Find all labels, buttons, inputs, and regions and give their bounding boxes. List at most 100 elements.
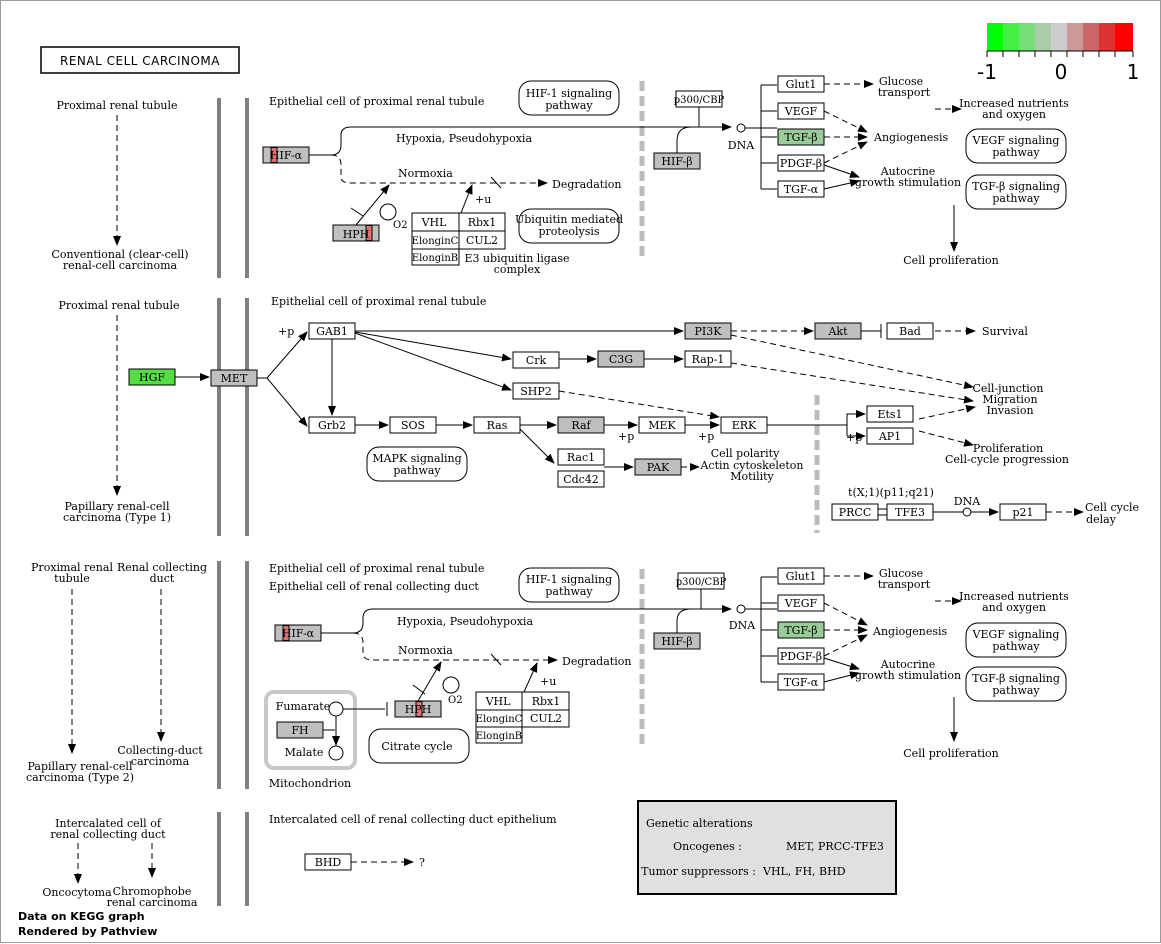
gene-p21[interactable]: p21 [999, 503, 1047, 521]
tgfb-pathway-link[interactable] [965, 666, 1067, 702]
svg-text:ERK: ERK [732, 419, 757, 432]
row3-pathway: Epithelial cell of proximal renal tubule… [264, 562, 1069, 790]
gene-tgf-alpha[interactable]: TGF-α [777, 673, 825, 691]
outcome-label: Cell proliferation [903, 254, 998, 267]
complex-label: complex [494, 263, 541, 276]
malate-node[interactable] [328, 745, 344, 761]
gene-rap1[interactable]: Rap-1 [684, 350, 732, 368]
gene-bad[interactable]: Bad [886, 322, 934, 340]
metabolite-label: Malate [285, 746, 324, 759]
svg-text:HIF-β: HIF-β [661, 635, 692, 648]
svg-text:BHD: BHD [315, 856, 342, 869]
gene-shp2[interactable]: SHP2 [512, 382, 560, 400]
svg-text:Raf: Raf [571, 419, 591, 432]
o2-label: O2 [393, 220, 408, 231]
outcome-label: Actin cytoskeleton [699, 459, 803, 472]
gene-pi3k[interactable]: PI3K [684, 322, 732, 340]
gene-glut1[interactable]: Glut1 [777, 567, 825, 585]
left-column: Proximal renal tubule Conventional (clea… [26, 99, 207, 909]
svg-text:HGF: HGF [139, 371, 165, 384]
gene-hif-beta[interactable]: HIF-β [653, 152, 701, 170]
svg-text:SOS: SOS [401, 419, 425, 432]
hypoxia-label: Hypoxia, Pseudohypoxia [397, 615, 533, 628]
gene-tfe3[interactable]: TFE3 [886, 503, 934, 521]
mapk-pathway-link[interactable] [366, 446, 468, 482]
gene-cdc42[interactable]: Cdc42 [557, 470, 605, 488]
gene-hph[interactable]: HPH [332, 224, 380, 242]
gene-glut1[interactable]: Glut1 [777, 75, 825, 93]
gene-grb2[interactable]: Grb2 [308, 416, 356, 434]
gene-pdgf-beta[interactable]: PDGF-β [777, 154, 825, 172]
vhl-complex[interactable]: VHL Rbx1 ElonginC CUL2 ElonginB [411, 212, 506, 266]
gene-rac1[interactable]: Rac1 [557, 448, 605, 466]
vhl-complex[interactable]: VHL Rbx1 ElonginC CUL2 ElonginB [475, 691, 570, 744]
gene-ap1[interactable]: AP1 [866, 427, 914, 445]
svg-text:VEGF: VEGF [784, 105, 818, 118]
gene-hgf[interactable]: HGF [128, 368, 176, 386]
hif1-pathway-link[interactable] [518, 80, 620, 116]
gene-hif-alpha[interactable]: HIF-α [274, 624, 322, 642]
genetic-title: Genetic alterations [646, 817, 753, 830]
phospho-label: +p [618, 430, 634, 443]
gene-prcc[interactable]: PRCC [831, 503, 879, 521]
row2-pathway: Epithelial cell of proximal renal tubule… [128, 295, 1139, 526]
pathway-label: VEGF signaling [972, 628, 1060, 641]
svg-text:ElonginB: ElonginB [476, 731, 522, 742]
svg-text:HIF-α: HIF-α [270, 149, 303, 162]
svg-text:Akt: Akt [827, 325, 848, 338]
vegf-pathway-link[interactable] [965, 128, 1067, 164]
gene-tgf-beta[interactable]: TGF-β [777, 621, 825, 639]
gene-c3g[interactable]: C3G [597, 350, 645, 368]
gene-ets1[interactable]: Ets1 [866, 405, 914, 423]
outcome-label: Cell polarity [711, 447, 780, 460]
ubiquitin-pathway-link[interactable] [518, 208, 620, 244]
gene-raf[interactable]: Raf [557, 416, 605, 434]
gene-fh[interactable]: FH [276, 721, 324, 739]
gene-tgf-alpha[interactable]: TGF-α [777, 180, 825, 198]
footer-line1: Data on KEGG graph [18, 910, 145, 923]
gene-ras[interactable]: Ras [473, 416, 521, 434]
citrate-pathway-link[interactable] [368, 728, 470, 764]
gene-vegf[interactable]: VEGF [777, 594, 825, 612]
gene-crk[interactable]: Crk [512, 351, 560, 369]
gene-pak[interactable]: PAK [634, 458, 682, 476]
vegf-pathway-link[interactable] [965, 622, 1067, 658]
outcome-label: Angiogenesis [872, 625, 948, 638]
gene-erk[interactable]: ERK [720, 416, 768, 434]
dna-node [736, 604, 746, 614]
gene-vegf[interactable]: VEGF [777, 102, 825, 120]
svg-text:TGF-β: TGF-β [784, 624, 817, 637]
oxygen-node [379, 203, 397, 221]
gene-gab1[interactable]: GAB1 [308, 322, 356, 340]
gene-hif-beta[interactable]: HIF-β [653, 632, 701, 650]
gene-tgf-beta[interactable]: TGF-β [777, 128, 825, 146]
pathway-label: TGF-β signaling [972, 672, 1060, 685]
gene-mek[interactable]: MEK [638, 416, 686, 434]
hif1-pathway-link[interactable] [518, 567, 620, 603]
fumarate-node[interactable] [328, 701, 344, 717]
gene-akt[interactable]: Akt [814, 322, 862, 340]
left-label: Renal collecting [117, 561, 207, 574]
gene-pdgf-beta[interactable]: PDGF-β [777, 647, 825, 665]
oncogenes-label: Oncogenes : [673, 840, 742, 853]
left-label: Papillary renal-cell [28, 760, 133, 773]
outcome-label: Survival [982, 325, 1028, 338]
gene-p300-cbp[interactable]: p300/CBP [674, 90, 725, 108]
legend-swatch [1051, 23, 1067, 51]
svg-text:PDGF-β: PDGF-β [780, 157, 822, 170]
gene-p300-cbp[interactable]: p300/CBP [676, 572, 727, 590]
pathway-label: pathway [992, 640, 1040, 653]
gene-hif-alpha[interactable]: HIF-α [262, 146, 310, 164]
gene-met[interactable]: MET [210, 369, 258, 387]
legend-swatch [1083, 23, 1099, 51]
pathway-label: proteolysis [538, 225, 599, 238]
gene-bhd[interactable]: BHD [304, 853, 352, 871]
gene-sos[interactable]: SOS [389, 416, 437, 434]
gene-hph[interactable]: HPH [394, 700, 442, 718]
svg-text:HIF-α: HIF-α [282, 627, 315, 640]
tumor-suppressors-label: Tumor suppressors : [641, 865, 756, 878]
left-label: duct [150, 572, 175, 585]
tgfb-pathway-link[interactable] [965, 174, 1067, 210]
svg-text:VHL: VHL [421, 216, 448, 229]
